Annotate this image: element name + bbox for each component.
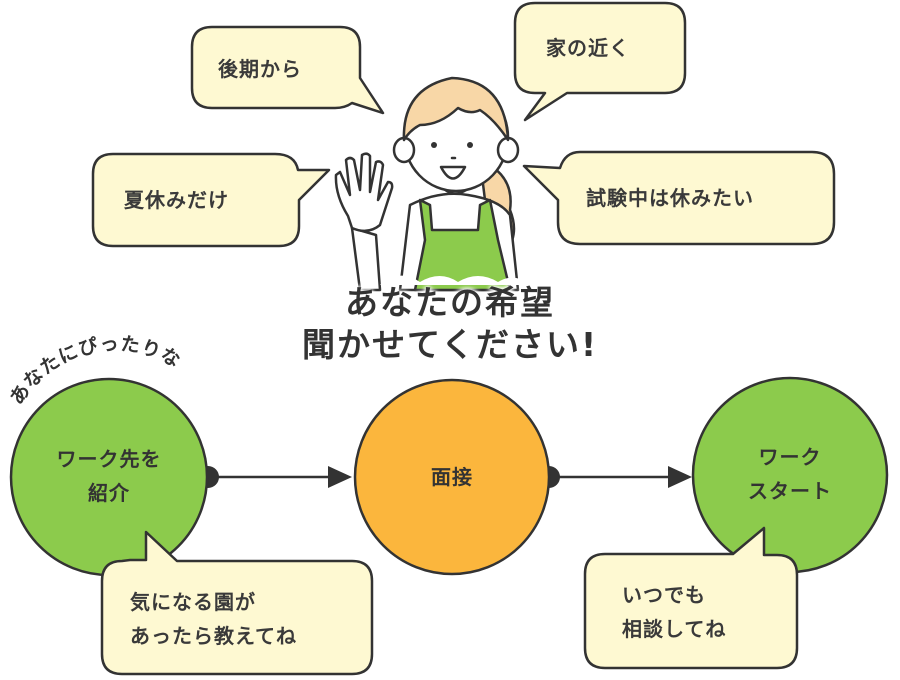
speech-bubble-near-home bbox=[513, 1, 687, 122]
note-line1: いつでも bbox=[622, 583, 706, 607]
headline-line1: あなたの希望 bbox=[345, 283, 555, 322]
note-bubble-tell-us bbox=[100, 530, 374, 676]
note-line2: 相談してね bbox=[622, 617, 727, 641]
note-text-consult: いつでも 相談してね bbox=[622, 578, 726, 646]
wish-text-later-half: 後期から bbox=[218, 57, 302, 81]
wish-text-summer-only: 夏休みだけ bbox=[124, 188, 229, 212]
speech-bubble-exam-break bbox=[522, 150, 836, 246]
step-label-line1: ワーク先を bbox=[56, 447, 162, 471]
step-circle-interview bbox=[353, 378, 551, 576]
wish-text-exam-break: 試験中は休みたい bbox=[586, 186, 754, 210]
note-text-tell-us: 気になる園が あったら教えてね bbox=[130, 585, 297, 653]
headline-line2: 聞かせてください! bbox=[301, 325, 599, 364]
step-label-interview: 面接 bbox=[372, 460, 532, 494]
headline: あなたの希望 聞かせてください! bbox=[250, 282, 650, 366]
step-label-line2: 紹介 bbox=[88, 481, 130, 505]
character-illustration bbox=[334, 76, 520, 292]
note-line1: 気になる園が bbox=[130, 590, 256, 614]
speech-bubble-later-half bbox=[190, 25, 385, 115]
step-label-introduce: ワーク先を 紹介 bbox=[29, 442, 189, 510]
step-label-start: ワーク スタート bbox=[710, 440, 870, 508]
step-label-line2: スタート bbox=[748, 479, 832, 503]
note-bubble-consult bbox=[583, 526, 799, 670]
wish-text-near-home: 家の近く bbox=[546, 36, 630, 60]
step-label-line1: 面接 bbox=[431, 465, 473, 489]
note-line2: あったら教えてね bbox=[130, 624, 297, 648]
speech-bubble-summer-only bbox=[91, 152, 331, 248]
step-label-line1: ワーク bbox=[758, 445, 822, 469]
